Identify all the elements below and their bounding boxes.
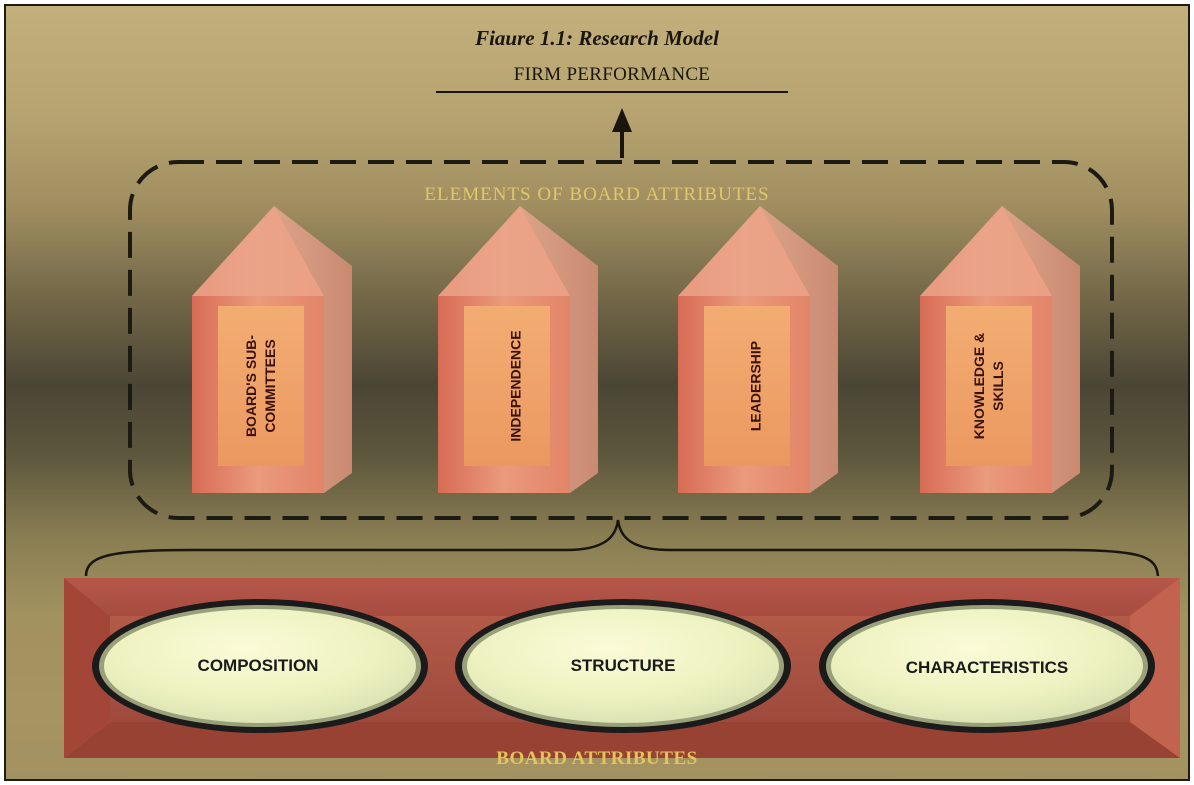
firm-performance-label: FIRM PERFORMANCE bbox=[513, 64, 711, 85]
element-label-leadership: LEADERSHIP bbox=[747, 341, 766, 431]
arrow-to-firm-performance bbox=[612, 108, 632, 158]
element-label-line: LEADERSHIP bbox=[747, 340, 764, 432]
element-label-line: SKILLS bbox=[990, 361, 1006, 411]
firm-performance-underline bbox=[436, 91, 788, 93]
diagram-frame: Fiaure 1.1: Research Model FIRM PERFORMA… bbox=[4, 4, 1190, 781]
element-label-line: BOARD'S SUB- bbox=[243, 334, 259, 438]
element-label-committees: BOARD'S SUB- COMMITTEES bbox=[242, 335, 280, 437]
pencil-independence bbox=[438, 206, 598, 493]
oval-composition bbox=[92, 599, 428, 733]
element-label-line: KNOWLEDGE & bbox=[971, 332, 987, 440]
diagram-graphics bbox=[64, 108, 1180, 758]
elements-group-boundary bbox=[128, 160, 1114, 520]
pencil-knowledge bbox=[920, 206, 1080, 493]
oval-structure bbox=[455, 599, 791, 733]
element-label-independence: INDEPENDENCE bbox=[507, 330, 526, 441]
board-attributes-title: BOARD ATTRIBUTES bbox=[496, 748, 698, 769]
elements-group-title: ELEMENTS OF BOARD ATTRIBUTES bbox=[424, 184, 770, 205]
attribute-label-structure: STRUCTURE bbox=[570, 656, 676, 675]
pencil-leadership bbox=[678, 206, 838, 493]
element-label-line: INDEPENDENCE bbox=[507, 330, 524, 442]
grouping-brace bbox=[84, 519, 1160, 577]
figure-title: Fiaure 1.1: Research Model bbox=[475, 26, 719, 50]
element-label-knowledge: KNOWLEDGE & SKILLS bbox=[970, 333, 1008, 440]
attribute-label-characteristics: CHARACTERISTICS bbox=[905, 658, 1069, 677]
pencil-committees bbox=[192, 206, 352, 493]
element-label-line: COMMITTEES bbox=[262, 339, 278, 433]
oval-characteristics bbox=[819, 599, 1155, 733]
attribute-label-composition: COMPOSITION bbox=[197, 656, 319, 675]
